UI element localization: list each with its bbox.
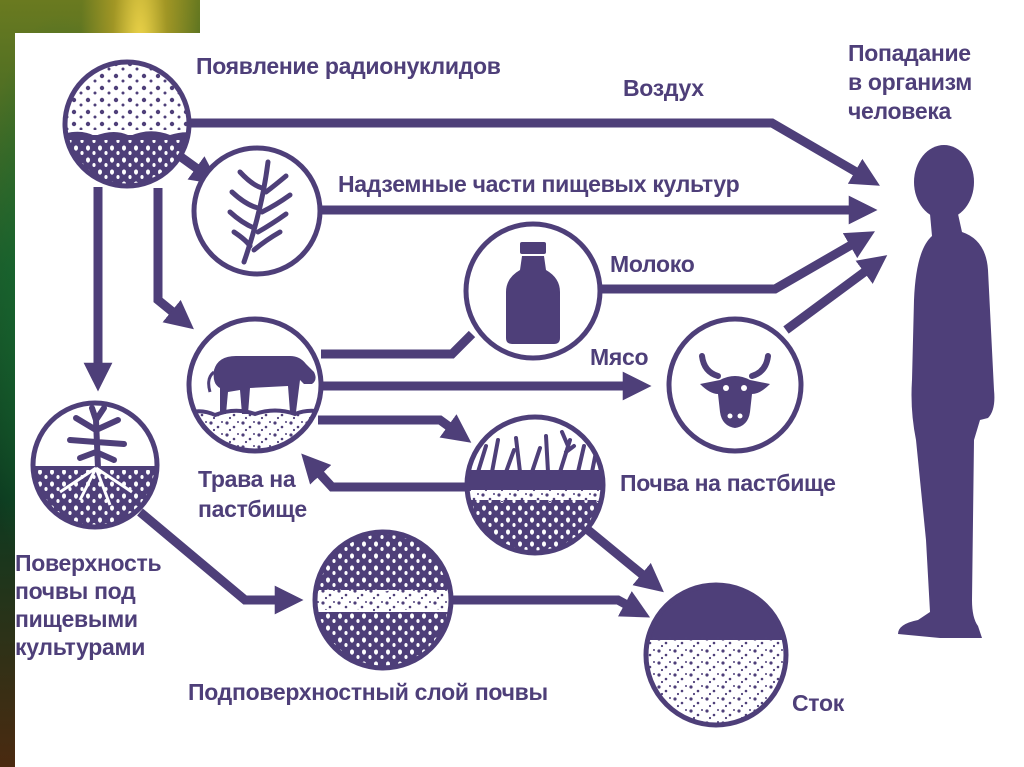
label-human-line-1: Попадание [848,39,972,68]
label-human: Попадание в организм человека [848,39,972,126]
diagram-panel: Появление радионуклидов Воздух Попадание… [15,33,1024,767]
arrow-radionuclides-to-grass [158,188,185,322]
cow-icon [185,319,325,457]
cow-head-icon [669,319,801,451]
radionuclide-pathways-diagram [15,33,1024,767]
human-silhouette-icon [898,145,994,638]
runoff-icon [644,580,788,730]
plant-roots-icon [30,403,160,530]
label-soil-surface-line-4: культурами [15,633,161,661]
arrow-soil-to-subsurface [140,512,292,600]
label-grass: Трава на пастбище [198,464,307,524]
arrow-subsurface-to-runoff [452,600,640,612]
label-soil-surface: Поверхность почвы под пищевыми культурам… [15,549,161,661]
label-soil-surface-line-3: пищевыми [15,605,161,633]
label-grass-line-1: Трава на [198,464,307,494]
label-air: Воздух [623,75,704,101]
wheat-icon [194,148,320,274]
label-human-line-3: человека [848,97,972,126]
label-grass-line-2: пастбище [198,494,307,524]
radionuclides-icon [60,60,200,195]
arrow-grass-to-milk [321,334,472,354]
arrow-pasture-soil-to-grass [309,462,467,487]
label-subsurface: Подповерхностный слой почвы [188,679,548,705]
soil-layer-icon [312,530,454,672]
label-crops: Надземные части пищевых культур [338,171,739,197]
label-milk: Молоко [610,251,694,277]
pasture-soil-icon [465,417,605,560]
label-radionuclides: Появление радионуклидов [196,53,501,79]
label-meat: Мясо [590,344,648,370]
label-runoff: Сток [792,690,844,716]
arrow-pasture-soil-to-runoff [588,530,655,585]
milk-bottle-icon [466,224,600,358]
label-soil-surface-line-2: почвы под [15,577,161,605]
label-soil-surface-line-1: Поверхность [15,549,161,577]
label-human-line-2: в организм [848,68,972,97]
arrow-grass-to-pasture-soil [318,420,462,436]
label-pasture-soil: Почва на пастбище [620,470,836,496]
